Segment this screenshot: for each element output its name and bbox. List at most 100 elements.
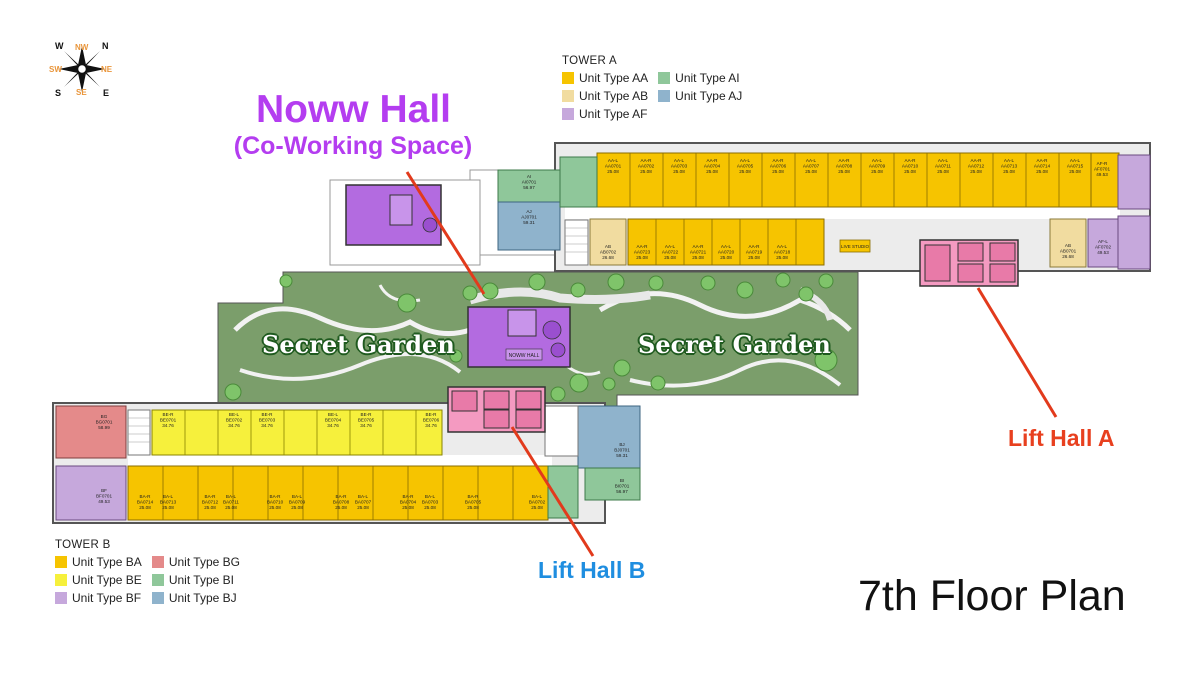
lift-hall-b-callout: Lift Hall B bbox=[538, 557, 646, 583]
legend-label: Unit Type BG bbox=[168, 554, 240, 569]
noww-hall-subtitle: (Co-Working Space) bbox=[233, 132, 473, 160]
legend-swatch bbox=[55, 591, 67, 604]
noww-hall-room-label: NOWW HALL bbox=[509, 353, 540, 359]
compass-ne: NE bbox=[101, 65, 113, 74]
tower-a-legend: TOWER A Unit Type AA Unit Type AI Unit Typ… bbox=[562, 55, 742, 121]
legend-item: Unit Type AB bbox=[562, 88, 648, 103]
legend-label: Unit Type BA bbox=[72, 554, 142, 569]
compass-sw: SW bbox=[49, 65, 62, 74]
legend-label: Unit Type AA bbox=[579, 70, 649, 85]
legend-label: Unit Type BI bbox=[168, 572, 234, 587]
live-studio-label: LIVE STUDIO bbox=[841, 244, 870, 249]
compass-w: W bbox=[55, 41, 64, 51]
compass-n: N bbox=[102, 41, 109, 51]
legend-swatch bbox=[151, 591, 164, 604]
lift-hall-b-pointer bbox=[510, 426, 595, 557]
legend-label: Unit Type BJ bbox=[168, 590, 237, 605]
legend-item: Unit Type BI bbox=[151, 572, 240, 587]
legend-item: Unit Type BG bbox=[151, 554, 240, 569]
legend-item: Unit Type AF bbox=[562, 106, 648, 121]
compass-s: S bbox=[55, 88, 62, 98]
legend-label: Unit Type BF bbox=[72, 590, 142, 605]
legend-swatch bbox=[151, 555, 164, 568]
legend-swatch bbox=[151, 573, 164, 586]
legend-item: Unit Type BA bbox=[55, 554, 142, 569]
page-title: 7th Floor Plan bbox=[858, 572, 1126, 620]
compass-rose-icon bbox=[59, 46, 105, 92]
tower-b-heading: TOWER B bbox=[55, 539, 111, 551]
noww-hall-pointer bbox=[405, 171, 486, 295]
legend-item: Unit Type AA bbox=[562, 70, 648, 85]
legend-item: Unit Type BJ bbox=[151, 590, 240, 605]
legend-item: Unit Type BE bbox=[55, 572, 142, 587]
legend-item: Unit Type AI bbox=[658, 70, 742, 85]
secret-garden-label-right: Secret Garden bbox=[638, 330, 831, 359]
legend-label: Unit Type AJ bbox=[675, 88, 743, 103]
legend-item: Unit Type BF bbox=[55, 590, 142, 605]
tower-a bbox=[469, 142, 1151, 287]
tower-b bbox=[52, 386, 641, 524]
legend-swatch bbox=[562, 107, 574, 120]
legend-swatch bbox=[55, 573, 67, 586]
tower-b-legend: TOWER B Unit Type BA Unit Type BG Unit Typ… bbox=[55, 539, 240, 605]
legend-swatch bbox=[658, 71, 671, 84]
legend-swatch bbox=[55, 555, 67, 568]
compass-se: SE bbox=[76, 88, 87, 97]
legend-swatch bbox=[562, 89, 574, 102]
noww-hall-callout: Noww Hall bbox=[255, 88, 452, 131]
legend-label: Unit Type BE bbox=[72, 572, 142, 587]
noww-hall-floor bbox=[467, 306, 571, 368]
legend-label: Unit Type AF bbox=[579, 106, 648, 121]
lift-hall-a-callout: Lift Hall A bbox=[1008, 425, 1115, 451]
legend-swatch bbox=[658, 89, 671, 102]
lift-hall-a-pointer bbox=[976, 287, 1058, 418]
tower-a-heading: TOWER A bbox=[562, 55, 617, 67]
